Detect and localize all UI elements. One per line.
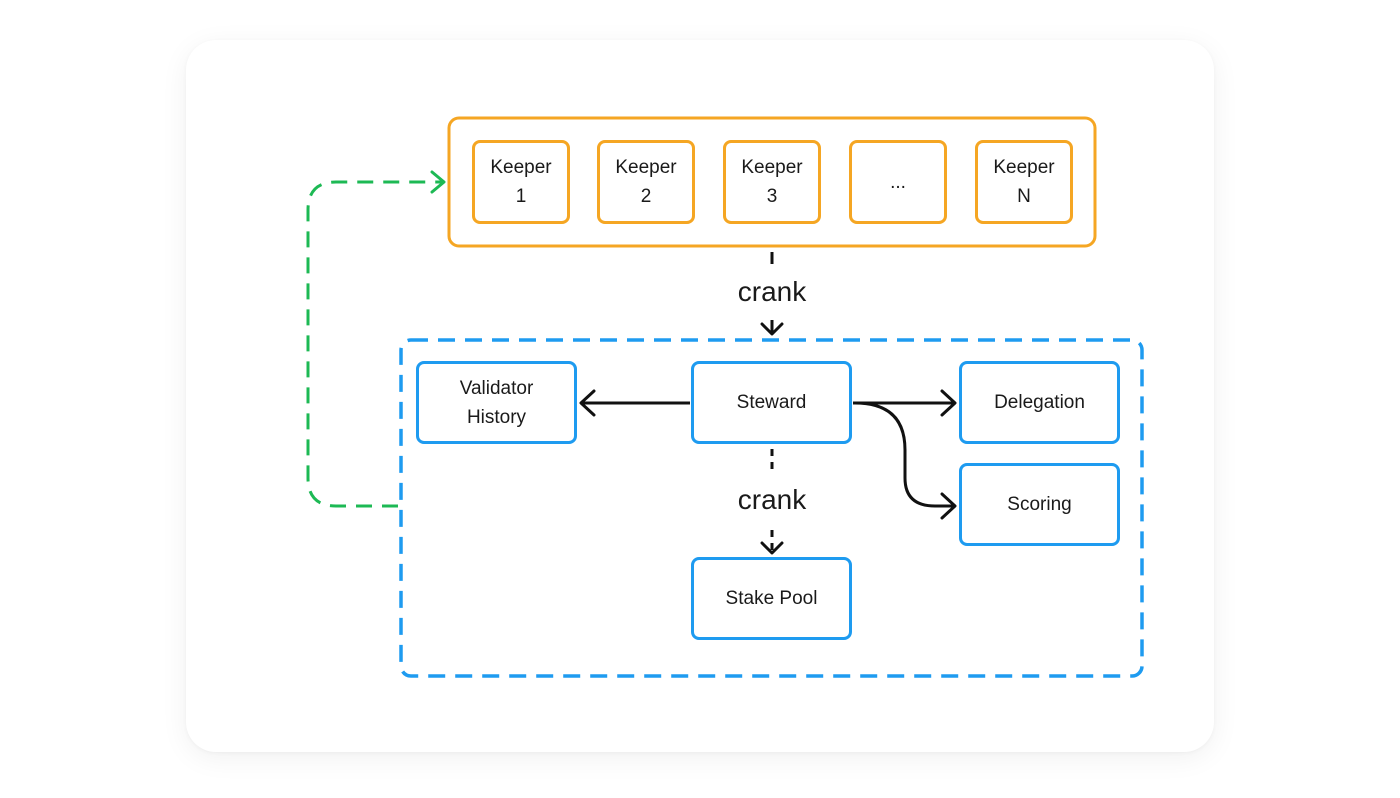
crank-bottom-label: crank <box>737 484 807 515</box>
arrow-scoring-head <box>940 492 957 520</box>
arrow-steward-to-scoring <box>854 401 954 508</box>
validator-history-node: Validator History <box>416 361 577 444</box>
validator-history-label: Validator History <box>459 377 534 428</box>
keeper-n-node: Keeper N <box>975 140 1073 224</box>
steward-node: Steward <box>691 361 852 444</box>
scoring-node: Scoring <box>959 463 1120 546</box>
keeper-n-label: Keeper N <box>993 157 1055 207</box>
feedback-arrowhead <box>430 170 446 194</box>
delegation-label: Delegation <box>994 392 1085 413</box>
keeper-3-label: Keeper 3 <box>741 157 803 207</box>
stake-pool-label: Stake Pool <box>725 588 818 609</box>
crank-bottom-arrowhead <box>760 541 784 555</box>
arrow-delegation-head <box>940 389 957 417</box>
stake-pool-node: Stake Pool <box>691 557 852 640</box>
delegation-node: Delegation <box>959 361 1120 444</box>
keeper-ellipsis-node: ... <box>849 140 947 224</box>
keeper-3-node: Keeper 3 <box>723 140 821 224</box>
keeper-1-label: Keeper 1 <box>490 157 552 207</box>
scoring-label: Scoring <box>1007 494 1072 515</box>
crank-top-label: crank <box>737 276 807 307</box>
keeper-1-node: Keeper 1 <box>472 140 570 224</box>
steward-label: Steward <box>736 392 807 413</box>
keepers-container <box>447 116 1097 248</box>
feedback-arrow <box>306 180 442 508</box>
keeper-2-node: Keeper 2 <box>597 140 695 224</box>
program-container <box>399 338 1144 678</box>
keeper-2-label: Keeper 2 <box>615 157 677 207</box>
keeper-ellipsis-label: ... <box>890 171 906 193</box>
crank-top-arrowhead <box>760 322 784 336</box>
arrow-history-head <box>579 389 596 417</box>
